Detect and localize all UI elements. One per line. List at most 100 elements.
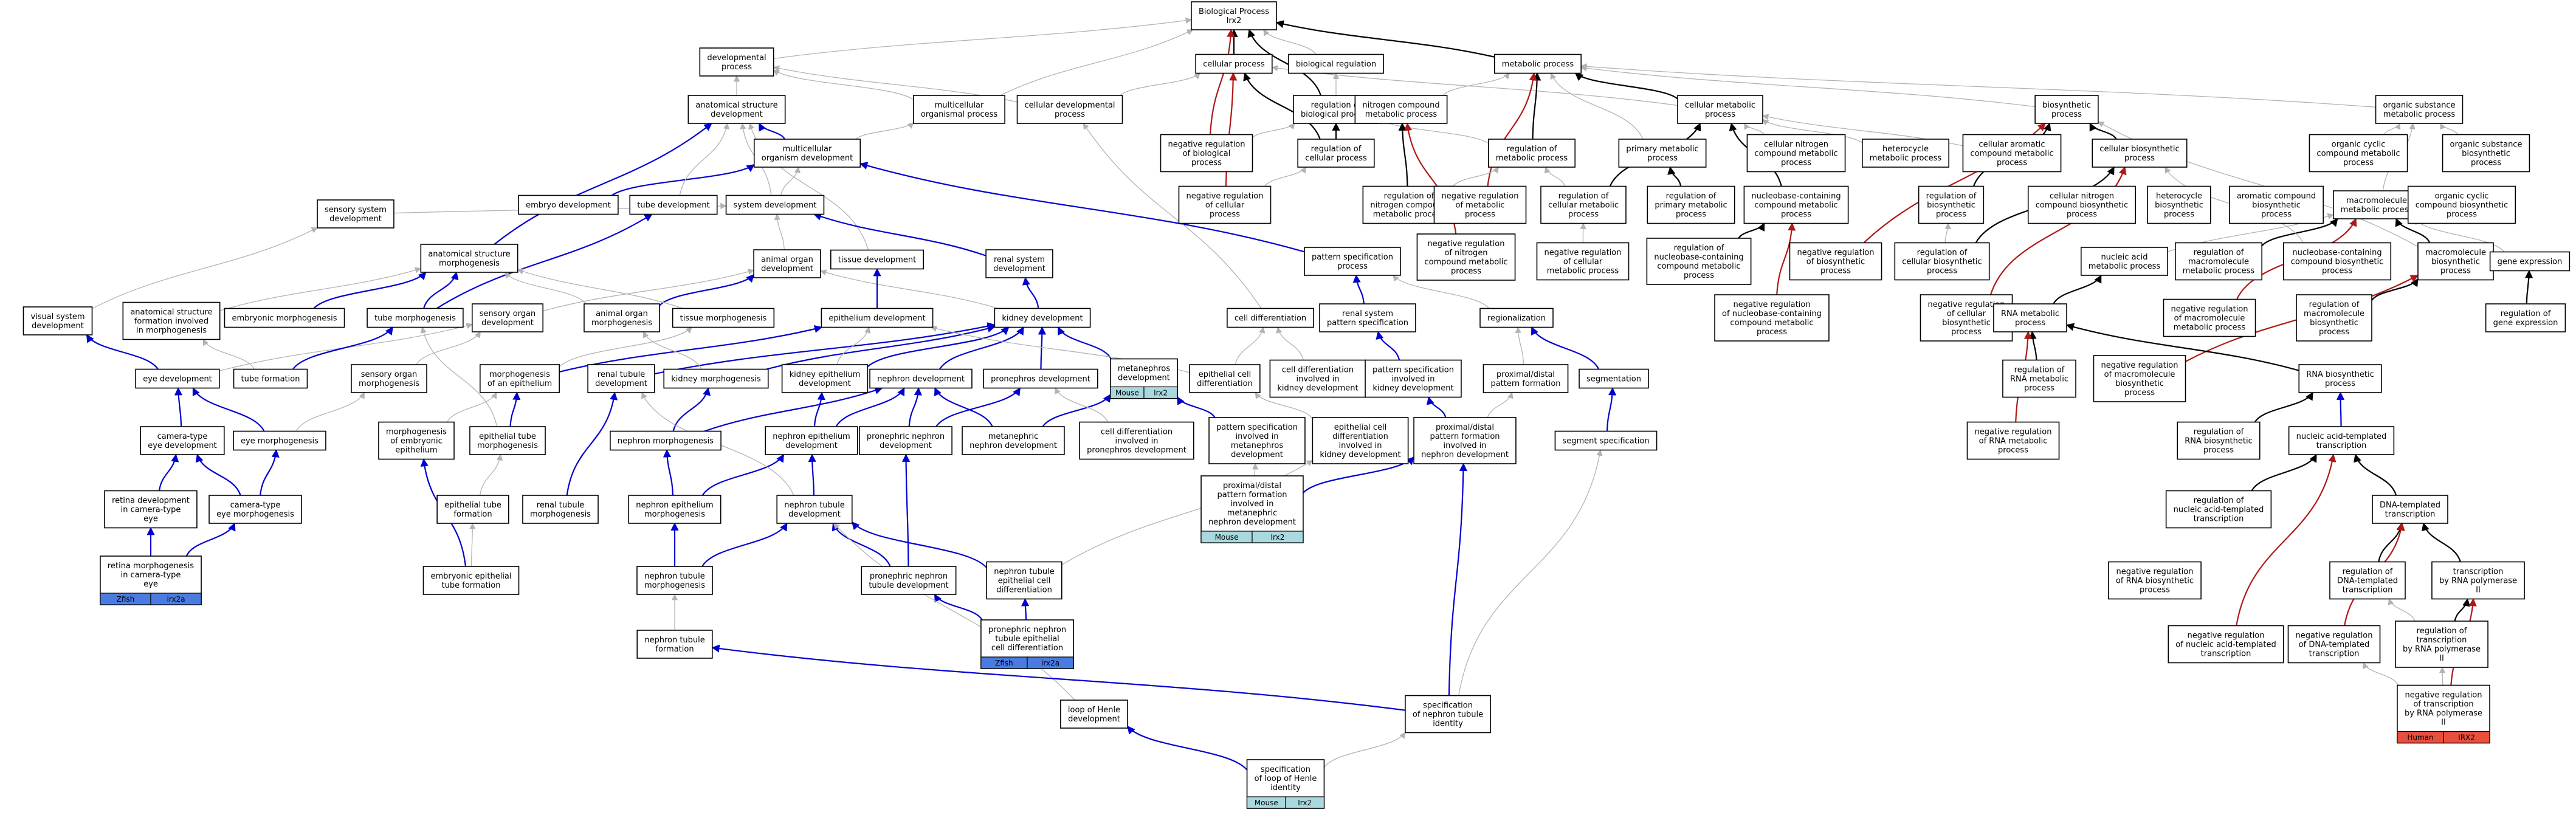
- go-term-sysd[interactable]: system development: [725, 194, 825, 215]
- go-term-epid[interactable]: epithelium development: [821, 308, 934, 328]
- go-term-tism[interactable]: tissue morphogenesis: [672, 308, 775, 328]
- go-term-cp[interactable]: cellular process: [1195, 53, 1273, 74]
- go-term-kidm[interactable]: kidney morphogenesis: [663, 368, 769, 389]
- go-term-gexp[interactable]: gene expression: [2489, 251, 2571, 272]
- go-term-nephm[interactable]: nephron morphogenesis: [610, 430, 721, 451]
- go-term-tubem[interactable]: tube morphogenesis: [367, 308, 464, 328]
- go-term-breg[interactable]: biological regulation: [1288, 53, 1384, 74]
- go-term-tubed[interactable]: tube development: [629, 194, 718, 215]
- go-term-tubef[interactable]: tube formation: [233, 368, 308, 389]
- go-term-eyem[interactable]: eye morphogenesis: [233, 430, 326, 451]
- go-term-mp[interactable]: metabolic process: [1494, 53, 1582, 74]
- go-term-cdiff[interactable]: cell differentiation: [1227, 308, 1314, 328]
- go-term-eyed[interactable]: eye development: [135, 368, 220, 389]
- go-term-embm[interactable]: embryonic morphogenesis: [224, 308, 345, 328]
- go-term-nephd[interactable]: nephron development: [869, 368, 973, 389]
- go-term-rnbcmp[interactable]: regulation ofnucleobase-containingcompou…: [1646, 238, 1752, 285]
- go-term-rmbp[interactable]: regulation ofmacromoleculebiosyntheticpr…: [2296, 294, 2372, 342]
- go-term-kidd[interactable]: kidney development: [994, 308, 1091, 328]
